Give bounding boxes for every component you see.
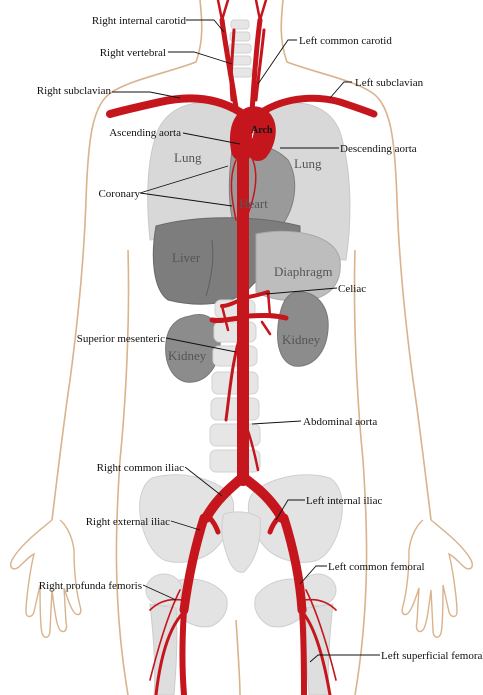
left-superficial-femoral-vessel [302,610,304,695]
label-left-common-femoral: Left common femoral [328,561,425,573]
diaphragm-label: Diaphragm [274,264,332,279]
label-abdominal-aorta: Abdominal aorta [303,416,377,428]
arch-label: Arch [251,125,273,136]
left-renal-vessel [244,316,286,319]
right-renal-vessel [212,318,243,321]
heart-label: Heart [239,196,268,211]
label-right-common-iliac: Right common iliac [97,462,184,474]
liver-label: Liver [172,250,201,265]
label-left-common-carotid: Left common carotid [299,35,392,47]
label-celiac: Celiac [338,283,366,295]
right-hand [11,520,81,637]
label-left-internal-iliac: Left internal iliac [306,495,382,507]
label-right-profunda-femoris: Right profunda femoris [39,580,142,592]
kidney-right-label: Kidney [168,348,207,363]
lung-right-label: Lung [174,150,202,165]
label-coronary: Coronary [98,188,140,200]
left-hand [402,520,472,637]
lung-left-label: Lung [294,156,322,171]
left-kidney [278,292,329,366]
neck-branches [218,0,266,20]
label-left-superficial-femoral: Left superficial femoral [381,650,483,662]
label-right-vertebral: Right vertebral [100,47,166,59]
right-superficial-femoral-vessel [183,610,185,695]
kidney-left-label: Kidney [282,332,321,347]
label-right-internal-carotid: Right internal carotid [92,15,187,27]
label-right-external-iliac: Right external iliac [86,516,170,528]
label-left-subclavian: Left subclavian [355,77,424,89]
label-ascending-aorta: Ascending aorta [109,127,181,139]
label-descending-aorta: Descending aorta [340,143,417,155]
label-superior-mesenteric: Superior mesenteric [77,333,165,345]
label-right-subclavian: Right subclavian [37,85,112,97]
